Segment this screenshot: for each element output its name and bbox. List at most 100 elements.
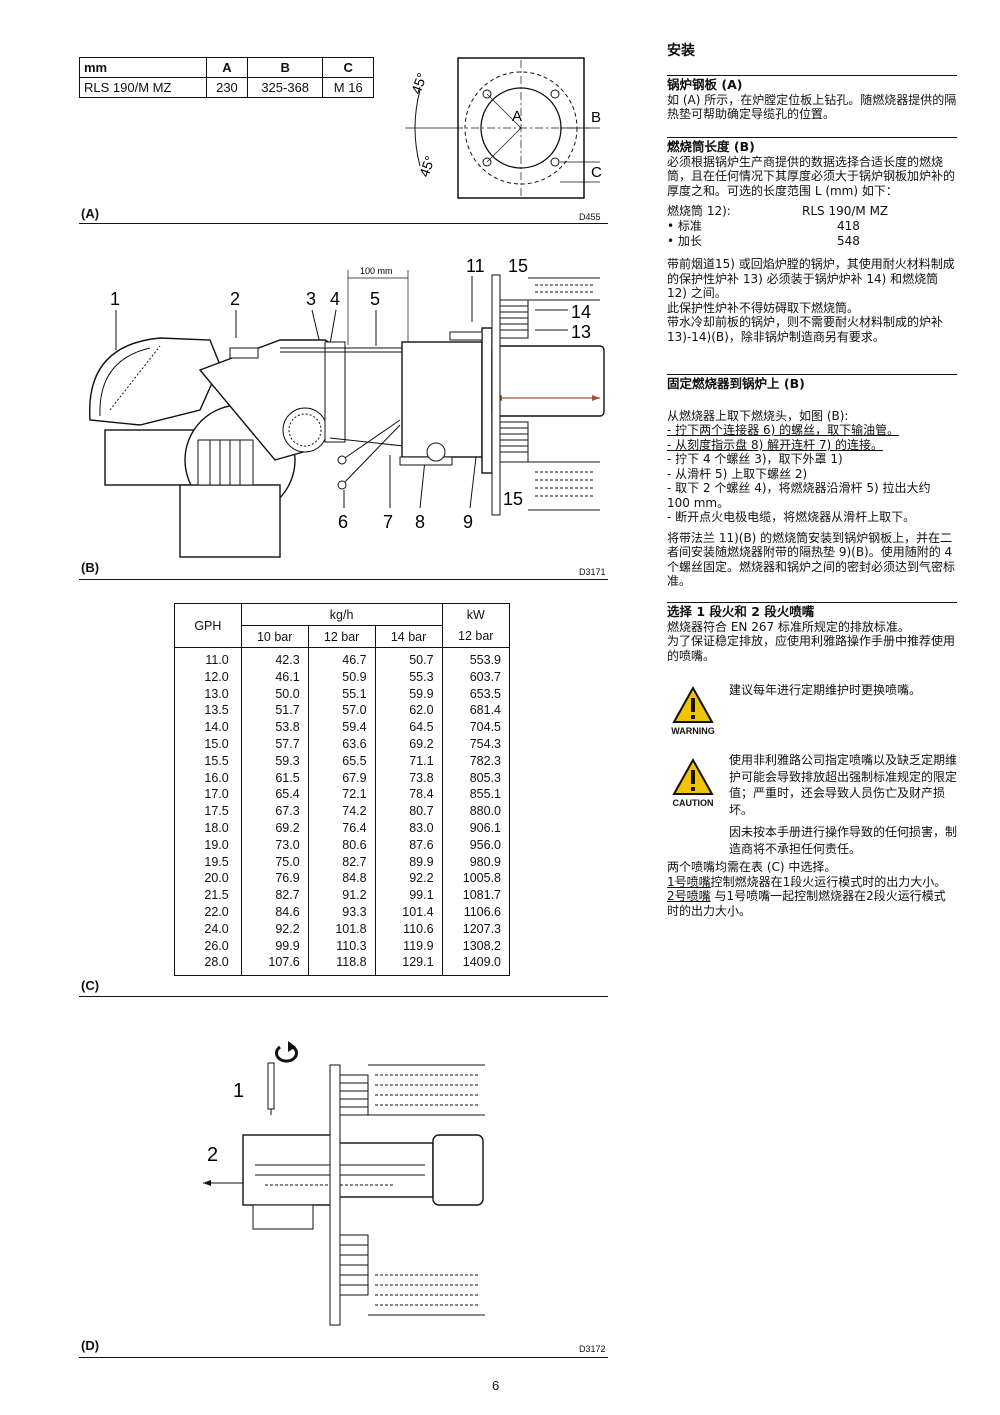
table-cell: 76.9 (240, 870, 309, 888)
figure-b-code: D3171 (579, 567, 606, 577)
caution-text-2: 因未按本手册进行操作导致的任何损害，制造商将不承担任何责任。 (729, 825, 958, 856)
tube-note-1: 带前烟道15) 或回焰炉膛的锅炉，其使用耐火材料制成的保护性炉补 13) 必须装… (667, 257, 955, 300)
dims-a-value: 230 (206, 77, 248, 98)
table-cell: 553.9 (441, 647, 511, 669)
table-cell: 55.1 (307, 685, 376, 703)
callout-7: 7 (383, 512, 393, 532)
section-fixing: 固定燃烧器到锅炉上 (B) 从燃烧器上取下燃烧头，如图 (B): - 拧下两个连… (667, 376, 957, 589)
dims-header-b: B (246, 57, 324, 78)
table-cell: 782.3 (441, 752, 511, 770)
header-gph: GPH (174, 603, 242, 648)
table-cell: 80.7 (374, 803, 443, 820)
tube-model: RLS 190/M MZ (802, 204, 889, 218)
table-cell: 50.7 (374, 647, 443, 669)
table-cell: 754.3 (441, 735, 511, 753)
table-cell: 64.5 (374, 719, 443, 736)
callout-15-bottom: 15 (503, 489, 523, 509)
table-cell: 91.2 (307, 887, 376, 904)
boiler-plate-title: 锅炉钢板 (A) (667, 77, 743, 92)
dimensions-table: mm A B C RLS 190/M MZ 230 325-368 M 16 (79, 57, 374, 98)
caution-triangle-icon (672, 758, 714, 795)
table-cell: 59.9 (374, 685, 443, 703)
table-cell: 57.7 (240, 735, 309, 753)
table-cell: 906.1 (441, 819, 511, 837)
std-value: 418 (837, 219, 860, 233)
nozzles-recommend: 为了保证稳定排放，应使用利雅路操作手册中推荐使用的喷嘴。 (667, 634, 956, 663)
callout-13: 13 (571, 322, 591, 342)
caution-label: CAUTION (672, 798, 714, 808)
table-cell: 14.0 (174, 719, 242, 736)
table-cell: 46.1 (240, 668, 309, 686)
table-cell: 53.8 (240, 719, 309, 736)
table-cell: 92.2 (240, 920, 309, 938)
table-cell: 21.5 (174, 887, 242, 904)
table-cell: 65.5 (307, 752, 376, 770)
dims-header-mm: mm (79, 57, 207, 78)
nozzle-1-desc: 1号喷嘴控制燃烧器在1段火运行模式时的出力大小。 (667, 875, 957, 890)
table-cell: 118.8 (307, 954, 376, 977)
nozzle-2-desc: 2号喷嘴 与1号喷嘴一起控制燃烧器在2段火运行模式时的出力大小。 (667, 889, 957, 918)
table-cell: 50.9 (307, 668, 376, 686)
table-cell: 57.0 (307, 702, 376, 720)
table-cell: 71.1 (374, 752, 443, 770)
table-cell: 84.6 (240, 903, 309, 921)
table-cell: 67.9 (307, 769, 376, 787)
table-cell: 63.6 (307, 735, 376, 753)
section-nozzles: 选择 1 段火和 2 段火喷嘴 燃烧器符合 EN 267 标准所规定的排放标准。… (667, 604, 957, 663)
table-cell: 1005.8 (441, 870, 511, 888)
callout-4: 4 (330, 289, 340, 309)
divider-r4 (667, 602, 957, 603)
nozzle-2-term: 2号喷嘴 (667, 889, 711, 903)
dims-header-c: C (322, 57, 374, 78)
step-2-label: 2 (207, 1144, 218, 1166)
table-cell: 74.2 (307, 803, 376, 820)
callout-15-top: 15 (508, 256, 528, 276)
callout-1: 1 (110, 289, 120, 309)
divider-d (79, 1357, 608, 1358)
section-nozzle-selection: 两个喷嘴均需在表 (C) 中选择。 1号喷嘴控制燃烧器在1段火运行模式时的出力大… (667, 860, 957, 918)
table-cell: 69.2 (374, 735, 443, 753)
table-cell: 13.0 (174, 685, 242, 703)
table-cell: 93.3 (307, 903, 376, 921)
caution-text: 使用非利雅路公司指定喷嘴以及缺乏定期维护可能会导致排放超出强制标准规定的限定值；… (729, 753, 958, 817)
table-cell: 46.7 (307, 647, 376, 669)
fixing-step-5: - 取下 2 个螺丝 4)，将燃烧器沿滑杆 5) 拉出大约 100 mm。 (667, 481, 931, 510)
tube-note-2: 此保护性炉补不得妨碍取下燃烧筒。 (667, 300, 860, 315)
callout-9: 9 (463, 512, 473, 532)
table-cell: 24.0 (174, 920, 242, 938)
dims-model: RLS 190/M MZ (79, 77, 207, 98)
table-cell: 880.0 (441, 803, 511, 820)
header-10bar: 10 bar (240, 625, 309, 648)
divider-r3 (667, 374, 957, 375)
ext-value: 548 (837, 234, 860, 248)
table-cell: 15.5 (174, 752, 242, 770)
table-cell: 12.0 (174, 668, 242, 686)
table-cell: 92.2 (374, 870, 443, 888)
table-cell: 17.0 (174, 786, 242, 804)
figure-a-code: D455 (579, 212, 601, 222)
table-cell: 653.5 (441, 685, 511, 703)
table-cell: 59.3 (240, 752, 309, 770)
table-cell: 99.1 (374, 887, 443, 904)
table-cell: 65.4 (240, 786, 309, 804)
figure-d-code: D3172 (579, 1344, 606, 1354)
callout-6: 6 (338, 512, 348, 532)
fixing-step-1: - 拧下两个连接器 6) 的螺丝，取下输油管。 (667, 423, 900, 437)
table-cell: 101.4 (374, 903, 443, 921)
header-14bar: 14 bar (374, 625, 443, 648)
nozzle-select-note: 两个喷嘴均需在表 (C) 中选择。 (667, 860, 837, 874)
dims-b-value: 325-368 (246, 77, 324, 98)
nozzle-removal-drawing: 1 2 (203, 1041, 485, 1326)
table-cell: 75.0 (240, 853, 309, 871)
